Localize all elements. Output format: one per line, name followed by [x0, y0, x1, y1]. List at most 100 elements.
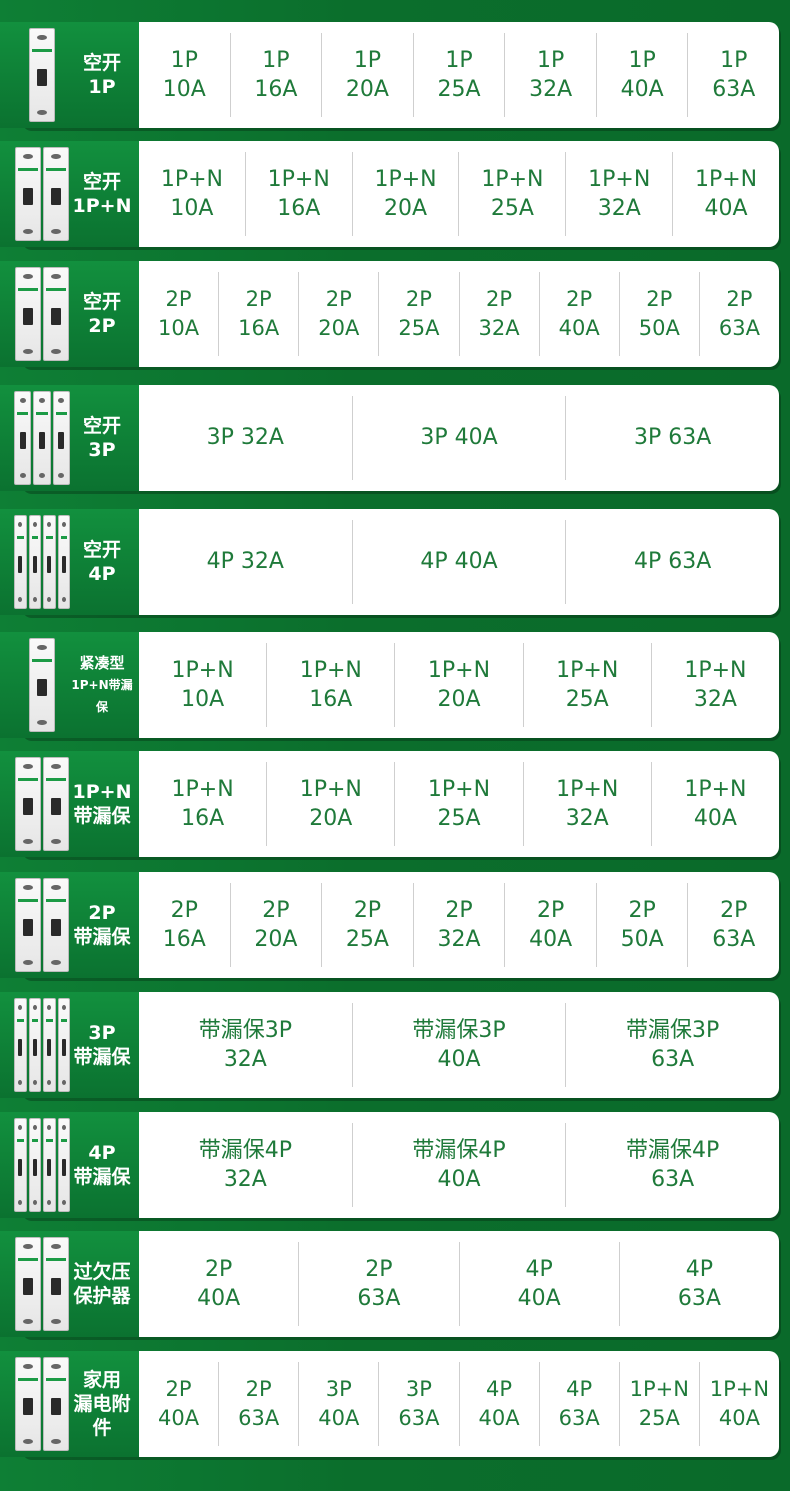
category-label-line: 空开	[82, 291, 121, 313]
spec-option-text: 4P	[566, 1376, 593, 1401]
spec-option-text: 4P 63A	[634, 549, 712, 575]
spec-option-text: 20A	[309, 805, 353, 831]
breaker-module	[43, 515, 56, 609]
breaker-module	[14, 998, 27, 1092]
category-label-line: 空开	[82, 171, 121, 193]
category-label-line: 2P	[88, 315, 116, 337]
spec-option[interactable]: 3P 32A	[139, 395, 353, 481]
spec-option[interactable]: 4P 32A	[139, 519, 353, 605]
breaker-module	[43, 267, 69, 361]
spec-option-text: 2P	[325, 286, 352, 311]
spec-option-text: 20A	[254, 926, 298, 952]
category-label-line: 空开	[82, 415, 121, 437]
category-label-line: 1P	[88, 76, 116, 98]
breaker-module	[28, 998, 41, 1092]
spec-option-text: 63A	[651, 1166, 695, 1192]
spec-option[interactable]: 3P 63A	[566, 396, 779, 481]
circuit-breaker-1p-icon	[14, 28, 70, 122]
spec-option-text: 1P+N	[171, 776, 234, 802]
spec-option[interactable]: 3P 40A	[353, 395, 567, 481]
compact-rcbo-icon	[14, 638, 70, 732]
category-label-line: 3P	[88, 439, 116, 461]
breaker-module	[14, 391, 32, 485]
spec-option-text: 1P	[262, 47, 290, 73]
spec-option-text: 2P	[170, 897, 198, 923]
category-label-line: 过欠压	[73, 1261, 131, 1283]
spec-option[interactable]: 4P 63A	[566, 520, 779, 605]
spec-option[interactable]: 4P 40A	[353, 519, 567, 605]
spec-option-text: 40A	[529, 926, 573, 952]
spec-option-text: 40A	[437, 1046, 481, 1072]
spec-option-text: 1P+N	[481, 166, 544, 192]
category-label-line: 1P+N带漏保	[71, 678, 133, 714]
spec-option-text: 1P+N	[427, 776, 491, 802]
breaker-module	[15, 1237, 41, 1331]
